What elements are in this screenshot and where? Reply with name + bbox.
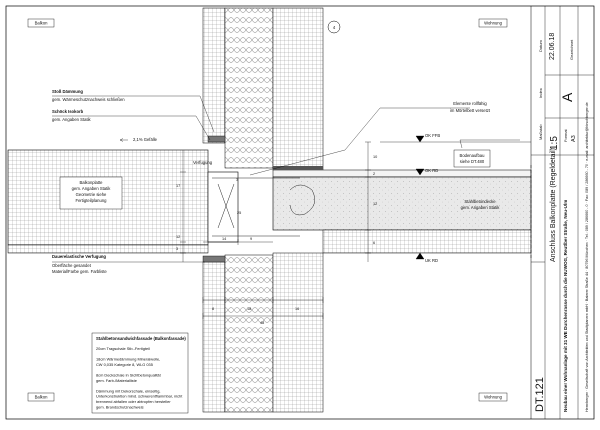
joint-top	[207, 135, 226, 143]
structural-shell-upper	[272, 7, 324, 171]
annotation-stahlbeton-1: Stahlbetondecke	[464, 199, 496, 204]
dim-14: 14	[222, 237, 226, 241]
legend-block: Stahlbetonsandwichfassade (Balkonfassade…	[91, 332, 189, 414]
leader-lines	[52, 95, 520, 263]
tb-title: Anschluss Balkonplatte (Regeldetail)	[550, 148, 557, 262]
isokorb-bars	[212, 177, 300, 237]
room-label-balkon-bottom: Balkon	[35, 395, 48, 400]
annotation-dauer-1: Oberfläche gesandet	[52, 263, 92, 268]
annotation-balkonplatte-3: Geometrie siehe	[76, 192, 107, 197]
annotation-bodenaufbau-1: Bodenaufbau	[460, 153, 486, 158]
joint-bottom	[202, 255, 226, 263]
legend-line: 18cm Wärmedämmung Mineralwolle,	[96, 357, 160, 362]
level-markers	[380, 135, 531, 260]
legend-lines: 20cm Tragschale Stb.-Fertigteil 18cm Wärm…	[96, 346, 183, 409]
tb-gezeichnet-label: Gezeichnet	[569, 39, 574, 60]
balcony-slab-lower	[7, 244, 209, 254]
room-label-wohnung-top: Wohnung	[484, 21, 503, 26]
annotation-balkonplatte-4: Fertigteilplanung	[76, 198, 108, 203]
annotation-stahlbeton-2: gem. Angaben Statik	[461, 205, 501, 210]
annotation-gefaelle: 2,1% Gefälle	[133, 137, 158, 142]
annotation-stoss-title: Stoß Dämmung	[52, 89, 83, 94]
tb-index-value: A	[559, 92, 575, 102]
dim-12-b: 12	[176, 235, 180, 239]
level-ok-rd: OK RD	[425, 168, 438, 173]
dim-10: 10	[373, 155, 377, 159]
tb-drawing-number: DT.121	[534, 377, 546, 412]
dim-17: 17	[176, 184, 180, 188]
legend-line: gem. Brandschutznachweis	[96, 404, 144, 409]
annotation-bodenaufbau-2: siehe DT.480	[460, 159, 485, 164]
annotation-dauer-2: Material/Farbe gem. Farbliste	[52, 269, 107, 274]
tb-office: Herrnberger · Gesellschaft von Architekt…	[585, 102, 589, 412]
room-label-wohnung-bottom: Wohnung	[484, 395, 503, 400]
legend-line: 8cm Deckschale in Sichtbetonqualität	[96, 373, 162, 378]
dim-25: 25	[237, 211, 241, 215]
outer-shell	[202, 7, 226, 144]
legend-title: Stahlbetonsandwichfassade (Balkonfassade…	[96, 336, 186, 341]
floor-screed	[272, 169, 532, 178]
annotation-schoeck-note: gem. Angaben Statik	[52, 117, 92, 122]
dim-2: 2	[373, 172, 375, 176]
annotation-schoeck-title: Schöck Isokorb	[52, 109, 84, 114]
facade-wall	[202, 7, 324, 413]
annotation-balkonplatte-2: gem. Angaben Statik	[72, 186, 112, 191]
annotation-balkonplatte-1: Balkonplatte	[79, 180, 103, 185]
tb-datum-label: Datum	[538, 40, 543, 52]
tb-project: Neubau einer Wohnanlage mit 31 WE Durche…	[563, 200, 568, 412]
tb-index-label: Index	[538, 88, 543, 98]
tb-format-label: Format	[563, 128, 568, 142]
annotation-dauer-title: Dauerelastische Verfugung	[52, 254, 106, 259]
dim-18: 18	[247, 307, 251, 311]
tb-datum-value: 22.06.18	[549, 33, 556, 60]
level-uk-rd: UK RD	[425, 258, 438, 263]
dim-3-b: 3	[236, 178, 238, 182]
legend-line: brennend abfallen oder abtropfen herstel…	[96, 399, 171, 404]
insulation-upper	[224, 7, 274, 169]
axis-marker-label: 4	[333, 25, 336, 30]
dim-48: 48	[260, 321, 264, 325]
dim-16: 16	[295, 307, 299, 311]
legend-line: 20cm Tragschale Stb.-Fertigteil	[96, 346, 150, 351]
legend-line: CW 0,035 Kategorie 8, WLG 035	[96, 362, 153, 367]
slab-underside	[322, 229, 532, 254]
isokorb	[207, 171, 239, 243]
title-block: Datum 22.06.18 Gezeichnet Index A Maßsta…	[530, 6, 594, 419]
dimension-lines	[180, 141, 371, 319]
dim-12-a: 12	[373, 202, 377, 206]
annotation-verfugung: Verfugung	[193, 160, 213, 165]
legend-line: Dämmung mit Dekorschale, einseitig,	[96, 388, 160, 393]
dim-9: 9	[250, 237, 252, 241]
sheet-frame	[5, 5, 595, 420]
outer-shell-lower	[202, 261, 226, 413]
room-label-balkon-top: Balkon	[35, 21, 48, 26]
axis-marker	[327, 20, 341, 34]
tb-massstab-value: 1:5	[549, 136, 560, 150]
legend-line: gem. Farb-/Materialliste	[96, 378, 137, 383]
rebar-loop	[289, 184, 316, 216]
level-ok-ffb: OK FFB	[425, 133, 440, 138]
gefaelle-arrow	[119, 138, 128, 142]
dim-6: 6	[373, 241, 375, 245]
tb-massstab-label: Maßstab	[538, 124, 543, 140]
annotation-elemente-1: Elemente rollfähig	[453, 101, 487, 106]
dim-3: 3	[176, 247, 178, 251]
bearing-strip	[273, 166, 323, 170]
structural-shell-lower	[272, 252, 324, 413]
insulation-lower	[224, 254, 274, 413]
tb-format-value: A3	[571, 135, 577, 142]
annotation-elemente-2: im Mörtelbett versetzt	[450, 108, 491, 113]
annotation-stoss-note: gem. Wärmeschutznachweis schließen	[52, 97, 125, 102]
legend-line: Unterkonstruktion mind. schwerentflammba…	[96, 394, 183, 399]
dim-8: 8	[212, 307, 214, 311]
